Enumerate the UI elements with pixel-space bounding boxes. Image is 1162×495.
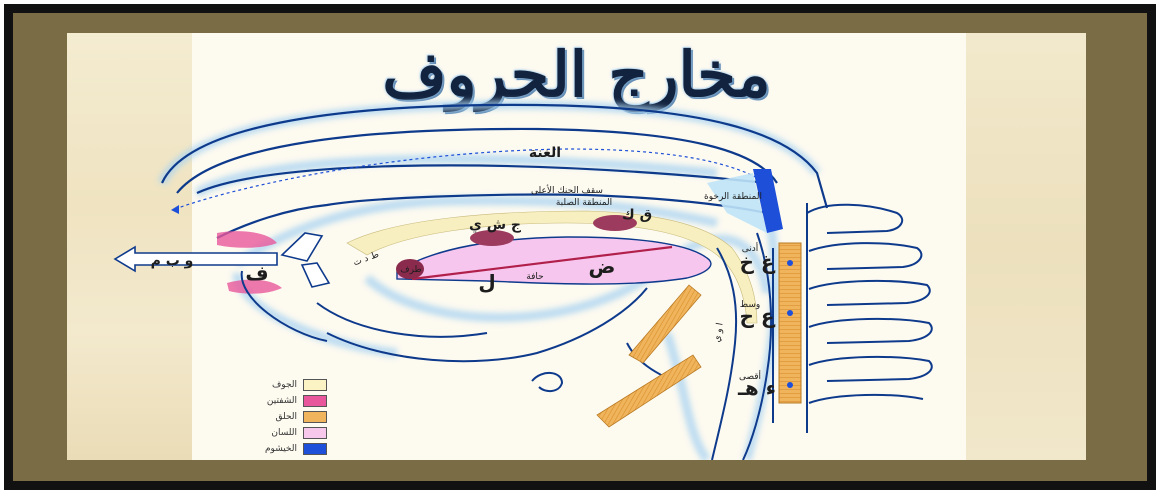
aqsa-point	[787, 382, 793, 388]
label-qaf-kaf: ق ك	[622, 207, 652, 223]
label-hard-palate: المنطقة الصلبة	[556, 198, 612, 208]
legend-swatch-lips	[303, 395, 327, 407]
legend-label-tongue: اللسان	[271, 428, 297, 438]
legend-label-throat: الحلق	[275, 412, 297, 422]
label-aqsa-letters: ء هـ	[737, 376, 776, 400]
label-ghunna: الغنة	[529, 145, 561, 161]
legend-item: الحلق	[217, 409, 327, 425]
larynx-strip	[779, 243, 801, 403]
legend-item: الشفتين	[217, 393, 327, 409]
label-soft-palate: المنطقة الرخوة	[704, 192, 762, 202]
label-wasat-letters: ع ح	[739, 304, 775, 328]
label-adna-letters: غ خ	[739, 250, 775, 274]
lower-tooth	[302, 263, 329, 287]
label-fa: ف	[245, 261, 268, 285]
legend-item: الجوف	[217, 377, 327, 393]
legend-label-lips: الشفتين	[267, 396, 297, 406]
label-upper-palate: سقف الحنك الأعلى	[531, 184, 603, 196]
legend-swatch-jawf	[303, 379, 327, 391]
legend-label-jawf: الجوف	[272, 380, 297, 390]
legend-item: الخيشوم	[217, 441, 327, 457]
legend-label-nasal: الخيشوم	[265, 444, 297, 454]
diagram-canvas: مخارج الحروف	[67, 33, 1086, 460]
label-lam: ل	[478, 270, 495, 294]
legend-swatch-tongue	[303, 427, 327, 439]
label-tarf: طرف	[400, 265, 421, 275]
upper-lip	[217, 231, 277, 248]
legend-item: اللسان	[217, 425, 327, 441]
chin-curl	[532, 373, 562, 391]
label-jawf-letters: ا و ي	[712, 322, 725, 343]
label-middle-letters: ج ش ي	[469, 217, 522, 234]
legend: الجوف الشفتين الحلق اللسان الخيشوم	[217, 377, 327, 457]
legend-swatch-throat	[303, 411, 327, 423]
spine	[807, 203, 932, 433]
label-lips-letters: و ب م	[151, 253, 194, 269]
wasat-point	[787, 310, 793, 316]
jaw-outline	[242, 271, 667, 378]
ghunna-arrow	[171, 205, 179, 214]
adna-point	[787, 260, 793, 266]
label-dad: ض	[589, 254, 616, 278]
label-haffa: حافة	[526, 272, 543, 282]
legend-swatch-nasal	[303, 443, 327, 455]
